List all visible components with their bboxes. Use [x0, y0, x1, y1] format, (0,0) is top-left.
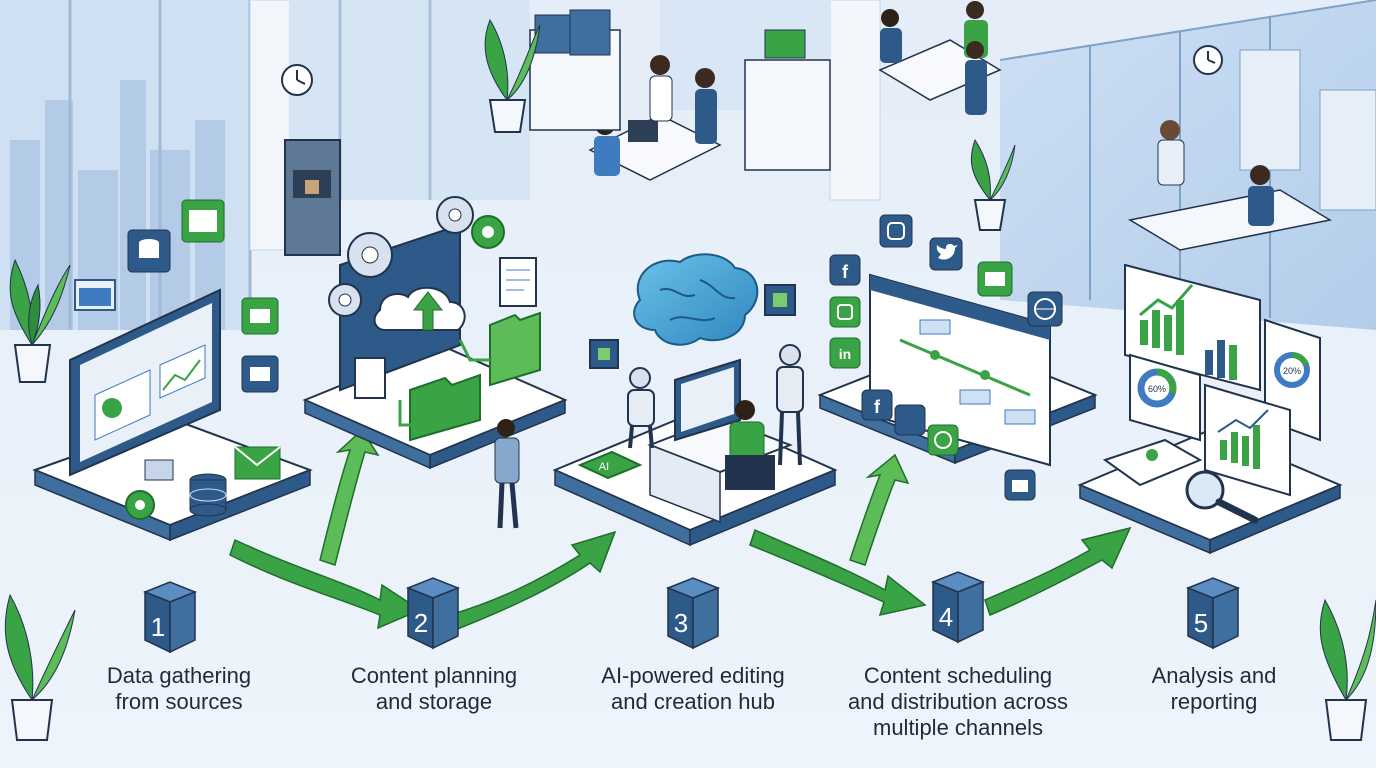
calendar-icon: [1004, 469, 1036, 501]
donut-chart-icon: 60%: [1129, 353, 1201, 442]
donut-percent-label: 20%: [1283, 366, 1301, 376]
desktop-monitor: [69, 288, 221, 481]
station-2-content-planning: [302, 196, 568, 529]
step-number-4: 4: [939, 602, 953, 632]
ai-chip-label: AI: [599, 461, 609, 473]
bar-chart-icon: [1204, 383, 1291, 497]
plant-icon: [484, 18, 541, 133]
glass-meeting-room: [999, 0, 1376, 330]
svg-text:f: f: [874, 397, 881, 417]
magnifier-icon: [1185, 470, 1259, 524]
clock-icon: [281, 64, 313, 96]
person-with-tablet: [494, 419, 520, 529]
step-number-5: 5: [1194, 608, 1208, 638]
document-icon: [354, 357, 386, 399]
person-at-computer: [725, 400, 775, 490]
bar-chart-icon: [1124, 263, 1261, 392]
clock-icon: [1193, 45, 1223, 75]
station-1-data-gathering: [32, 199, 313, 542]
plant-icon: [9, 258, 71, 383]
step-label-1: Data gathering from sources: [106, 663, 252, 714]
facebook-icon: f: [861, 389, 893, 421]
robot-icon: [776, 344, 804, 466]
plant-icon: [4, 593, 76, 741]
flow-arrow-4-5: [984, 526, 1132, 617]
gear-icon: [347, 232, 393, 278]
svg-text:f: f: [842, 262, 849, 282]
email-icon: [977, 261, 1013, 297]
flow-arrow-2-3: [449, 530, 617, 631]
step-cube-1: 1: [142, 581, 198, 654]
step-cube-2: 2: [405, 577, 461, 650]
cloud-upload-icon: [373, 286, 466, 331]
whatsapp-icon: [927, 424, 959, 456]
coffee-machine: [284, 139, 341, 256]
step-label-3: AI-powered editing and creation hub: [601, 663, 785, 714]
ai-chip-tile: AI: [577, 450, 643, 480]
document-icon: [499, 257, 537, 307]
step-label-2: Content planning and storage: [350, 663, 518, 714]
floating-window-icon: [74, 279, 116, 311]
station-3-ai-hub: AI: [552, 253, 838, 547]
step-label-4: Content scheduling and distribution acro…: [847, 663, 1069, 740]
donut-percent-label: 60%: [1148, 384, 1166, 394]
flow-lines: [398, 339, 490, 427]
globe-icon: [1027, 291, 1063, 327]
background-office-desk: [529, 1, 1002, 181]
database-icon: [189, 473, 227, 517]
step-cube-5: 5: [1185, 577, 1241, 650]
plant-icon: [970, 138, 1016, 231]
brain-icon: [633, 253, 759, 346]
gear-icon: [471, 215, 505, 249]
station-5-analysis: 60% 20%: [1077, 263, 1343, 555]
flow-arrow-1-2: [229, 428, 422, 630]
step-number-1: 1: [151, 612, 165, 642]
linkedin-icon: in: [829, 337, 861, 369]
instagram-icon: [829, 296, 861, 328]
step-cube-4: 4: [930, 571, 986, 644]
step-number-3: 3: [674, 608, 688, 638]
email-icon: [241, 355, 279, 393]
twitter-icon: [894, 404, 926, 436]
floating-browser-icon: [181, 199, 225, 243]
step-number-2: 2: [414, 608, 428, 638]
facebook-icon: f: [829, 254, 861, 286]
instagram-icon: [879, 214, 913, 248]
gear-icon: [436, 196, 474, 234]
twitter-icon: [929, 237, 963, 271]
floating-database-icon: [127, 229, 171, 273]
chip-icon: [764, 284, 796, 316]
computer-monitor: [674, 358, 741, 442]
report-document: [1102, 438, 1203, 487]
email-icon: [241, 297, 279, 335]
step-cube-3: 3: [665, 577, 721, 650]
flow-arrow-3-4: [749, 453, 927, 617]
email-icon: [234, 446, 281, 480]
chip-icon: [589, 339, 619, 369]
step-label-5: Analysis and reporting: [1151, 663, 1277, 714]
plant-icon: [1319, 598, 1376, 741]
folder-icon: [489, 311, 541, 387]
svg-text:in: in: [839, 346, 851, 362]
station-4-distribution: f in f: [817, 214, 1098, 501]
gear-icon: [125, 490, 155, 520]
robot-icon: [627, 367, 655, 449]
gear-icon: [328, 283, 362, 317]
